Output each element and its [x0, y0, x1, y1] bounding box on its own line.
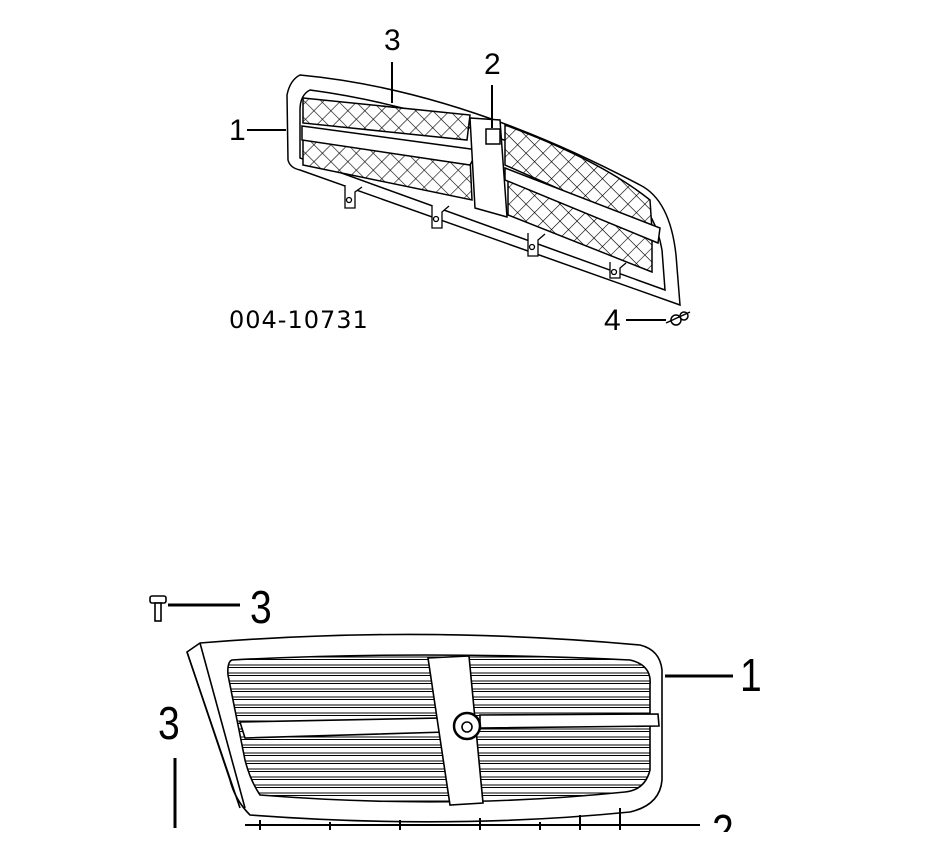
clip-fastener-icon	[665, 311, 691, 326]
mesh-upper-left	[302, 97, 471, 141]
callout-1-grille: 1	[740, 649, 762, 701]
horizontal-bar-right	[479, 713, 660, 729]
grille-frame-side	[186, 642, 246, 809]
ram-logo-emblem	[452, 711, 482, 741]
callout-1-grille: 1	[229, 114, 246, 147]
callout-4-clip: 4	[604, 304, 621, 337]
callout-2-badge: 2	[484, 48, 501, 81]
callout-3-mesh: 3	[384, 24, 401, 57]
bolt-fastener-icon	[149, 595, 167, 622]
mesh-upper-right	[504, 123, 653, 232]
callout-3-bolt: 3	[250, 581, 272, 633]
left-crossbar	[301, 125, 480, 166]
part-number-label: 004-10731	[229, 306, 369, 334]
bottom-grille-assembly	[168, 603, 733, 830]
callout-3-fastener: 3	[158, 697, 180, 749]
callout-2-partial: 2	[712, 808, 734, 832]
right-crossbar	[504, 166, 661, 245]
top-grille-assembly	[247, 62, 681, 321]
badge-square	[485, 128, 501, 145]
mounting-tabs	[344, 185, 627, 279]
lower-brackets	[245, 808, 700, 830]
